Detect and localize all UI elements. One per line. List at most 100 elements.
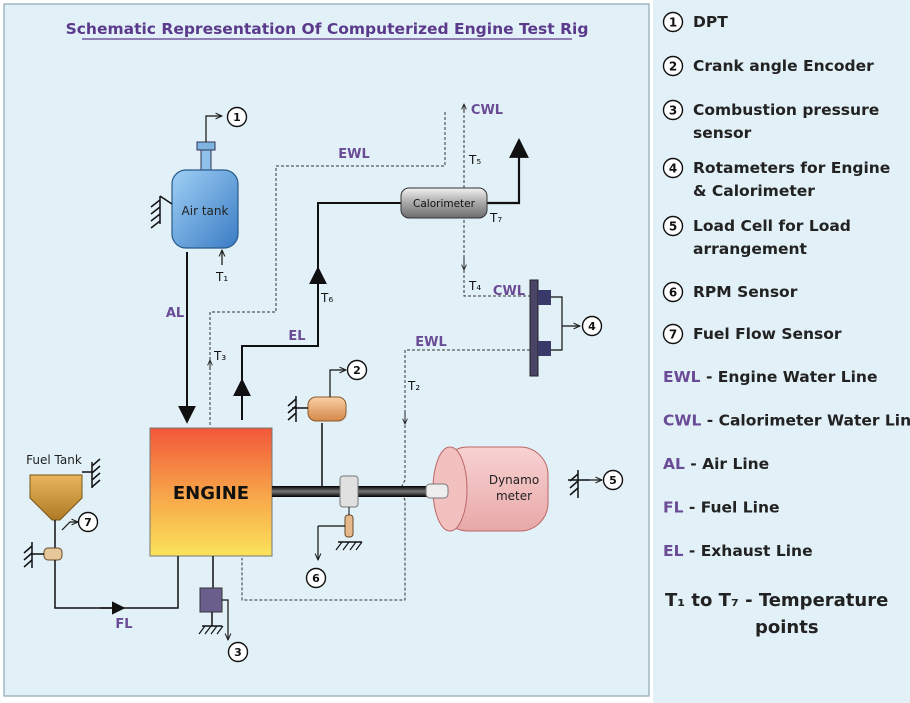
ewl-top-label: EWL <box>338 147 370 162</box>
legend-numbered-list: 1 DPT 2 Crank angle Encoder 3 Combustion pres… <box>662 11 890 345</box>
legend-item-text: Crank angle Encoder <box>693 57 874 75</box>
ewl-mid-label: EWL <box>415 335 447 350</box>
fuel-tank: Fuel Tank <box>26 453 83 521</box>
svg-text:6: 6 <box>312 572 320 585</box>
legend-item-text: Rotameters for Engine <box>693 159 890 177</box>
coupling <box>339 475 359 508</box>
rpm-sensor <box>318 507 363 560</box>
legend-abbreviation-ewl: EWL - Engine Water Line <box>663 368 877 386</box>
marker-5: 5 <box>602 469 624 491</box>
legend-number-badge <box>662 11 684 33</box>
encoder-ground-icon <box>287 396 308 422</box>
legend-number-badge <box>662 323 684 345</box>
svg-text:3: 3 <box>234 646 242 659</box>
svg-text:2: 2 <box>353 364 361 377</box>
cwl-right-label: CWL <box>493 284 525 299</box>
abbr-code: AL <box>663 455 685 473</box>
svg-text:4: 4 <box>588 320 596 333</box>
marker-2: 2 <box>346 359 368 381</box>
air-tank-label: Air tank <box>182 204 229 218</box>
svg-text:7: 7 <box>84 516 92 529</box>
engine: ENGINE <box>149 427 273 557</box>
abbr-code: CWL <box>663 412 701 430</box>
dynamometer-label-1: Dynamo <box>489 473 539 487</box>
fl-label: FL <box>115 617 132 632</box>
t2-label: T₂ <box>407 379 420 393</box>
abbr-code: EL <box>663 542 684 560</box>
abbr-description: - Engine Water Line <box>701 368 878 386</box>
dpt-lead <box>205 116 222 142</box>
legend-temperature-line1: T₁ to T₇ - Temperature <box>665 590 888 611</box>
dynamometer-label-2: meter <box>496 489 532 503</box>
crank-encoder <box>307 370 346 486</box>
marker-1: 1 <box>226 106 248 128</box>
legend-item-text: DPT <box>693 13 728 31</box>
abbr-description: - Air Line <box>685 455 769 473</box>
exhaust-line <box>241 202 405 420</box>
legend-abbreviation-al: AL - Air Line <box>663 455 769 473</box>
air-tank: Air tank <box>171 141 239 249</box>
fuel-flow-sensor <box>43 547 63 561</box>
fuel-tank-label: Fuel Tank <box>26 453 82 467</box>
t3-label: T₃ <box>213 349 226 363</box>
legend-number: 1 <box>669 16 677 30</box>
legend-number-badge <box>662 281 684 303</box>
legend-number-badge <box>662 157 684 179</box>
marker-6: 6 <box>305 567 327 589</box>
engine-label: ENGINE <box>173 483 249 504</box>
calorimeter: Calorimeter <box>400 187 488 219</box>
abbr-description: - Exhaust Line <box>683 542 812 560</box>
exhaust-out <box>485 138 529 205</box>
abbr-code: EWL <box>663 368 701 386</box>
legend-item-6: 6 RPM Sensor <box>662 281 798 303</box>
legend-number: 2 <box>669 60 677 74</box>
legend-item-text: & Calorimeter <box>693 182 815 200</box>
legend-item-3: 3 Combustion pressure sensor <box>662 99 879 142</box>
diagram-title: Schematic Representation Of Computerized… <box>66 20 589 38</box>
legend-item-text: RPM Sensor <box>693 283 798 301</box>
load-cell-ground-icon <box>568 470 602 498</box>
t4-label: T₄ <box>468 279 481 293</box>
legend-item-4: 4 Rotameters for Engine & Calorimeter <box>662 157 890 200</box>
legend-item-text: sensor <box>693 124 752 142</box>
abbr-code: FL <box>663 499 684 517</box>
legend-temperature-line2: points <box>755 617 819 638</box>
legend-number: 5 <box>669 220 677 234</box>
calorimeter-label: Calorimeter <box>413 198 476 210</box>
legend-item-text: Combustion pressure <box>693 101 879 119</box>
el-label: EL <box>288 329 305 344</box>
legend-item-text: Load Cell for Load <box>693 217 851 235</box>
marker-3: 3 <box>227 641 249 663</box>
legend-item-2: 2 Crank angle Encoder <box>662 55 874 77</box>
fuel-sensor-ground-icon <box>23 542 44 568</box>
legend-abbreviation-fl: FL - Fuel Line <box>663 499 780 517</box>
legend-abbreviation-el: EL - Exhaust Line <box>663 542 813 560</box>
al-label: AL <box>166 306 184 321</box>
abbr-description: - Fuel Line <box>683 499 779 517</box>
fuel-tank-ground-icon <box>82 458 101 488</box>
abbr-description: - Calorimeter Water Line <box>701 412 910 430</box>
fuel-sensor-lead <box>61 522 78 531</box>
svg-text:5: 5 <box>609 474 617 487</box>
marker-4: 4 <box>581 315 603 337</box>
legend-number-badge <box>662 55 684 77</box>
legend-item-1: 1 DPT <box>662 11 728 33</box>
marker-7: 7 <box>77 511 99 533</box>
t5-label: T₅ <box>468 153 481 167</box>
legend-number: 6 <box>669 286 677 300</box>
t1-label: T₁ <box>215 270 228 284</box>
legend-number-badge <box>662 99 684 121</box>
pressure-sensor <box>198 556 228 640</box>
legend-number: 4 <box>669 162 677 176</box>
legend-number: 7 <box>669 328 677 342</box>
legend-number: 3 <box>669 104 677 118</box>
t6-label: T₆ <box>320 291 333 305</box>
dynamometer: Dynamo meter <box>425 446 549 532</box>
svg-text:1: 1 <box>233 111 241 124</box>
cwl-top-label: CWL <box>471 103 503 118</box>
